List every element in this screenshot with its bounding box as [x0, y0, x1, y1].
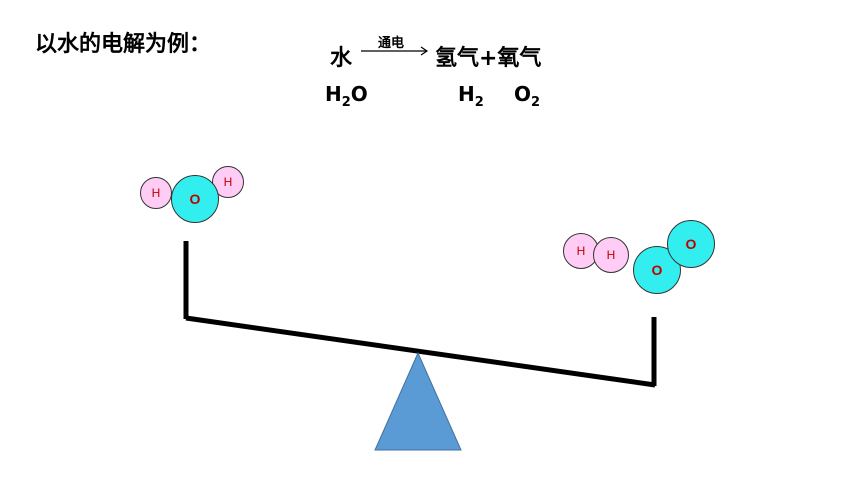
formula-oxygen: O2 — [514, 82, 541, 110]
fulcrum-triangle — [374, 351, 462, 451]
hydrogen-atom: H — [140, 177, 172, 209]
reaction-arrow — [361, 46, 429, 56]
formula-hydrogen: H2 — [458, 82, 484, 110]
reaction-condition: 通电 — [378, 36, 405, 51]
page-title: 以水的电解为例： — [35, 32, 212, 57]
reactant-water: 水 — [330, 46, 353, 71]
hydrogen-atom: H — [593, 237, 629, 273]
balance-beam — [185, 315, 656, 388]
formula-water: H2O — [325, 82, 368, 110]
oxygen-atom: O — [667, 220, 715, 268]
products-hydrogen-oxygen: 氢气+氧气 — [435, 46, 542, 71]
oxygen-atom: O — [171, 175, 219, 223]
